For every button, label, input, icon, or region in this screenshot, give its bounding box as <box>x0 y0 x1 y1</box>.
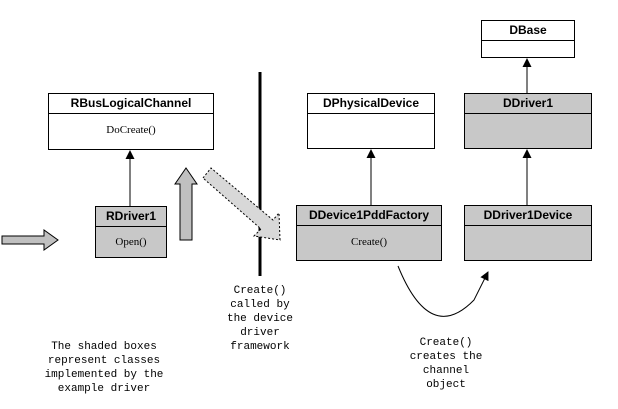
note-line: Create() <box>419 337 473 349</box>
note-line: implemented by the <box>44 369 164 381</box>
class-name: RDriver1 <box>96 207 166 227</box>
class-method: DoCreate() <box>106 124 156 136</box>
diagonal-dotted-arrow <box>202 167 281 241</box>
create-curve-arrow <box>397 265 489 317</box>
class-method: Create() <box>350 236 388 248</box>
note-line: framework <box>230 341 290 353</box>
class-box-rbuslogicalchannel: RBusLogicalChannel DoCreate() <box>48 93 214 150</box>
note-line: channel <box>422 365 470 377</box>
class-name: RBusLogicalChannel <box>49 94 213 114</box>
class-box-ddriver1device: DDriver1Device <box>464 205 592 261</box>
note-channel-create: Create() creates the channel object <box>396 336 496 392</box>
class-name: DDriver1Device <box>465 206 591 226</box>
entry-block-arrow <box>1 229 59 251</box>
class-box-dbase: DBase <box>481 20 575 58</box>
note-line: the device <box>226 313 293 325</box>
note-line: example driver <box>57 383 151 395</box>
class-name: DDriver1 <box>465 94 591 114</box>
class-name: DDevice1PddFactory <box>297 206 441 226</box>
note-line: The shaded boxes <box>51 341 157 353</box>
note-line: Create() <box>233 285 287 297</box>
note-line: called by <box>230 299 290 311</box>
class-box-ddriver1: DDriver1 <box>464 93 592 149</box>
class-box-dphysicaldevice: DPhysicalDevice <box>307 93 435 149</box>
note-framework-create: Create() called by the device driver fra… <box>210 284 310 354</box>
note-line: creates the <box>409 351 483 363</box>
note-line: object <box>426 379 466 391</box>
class-name: DBase <box>482 21 574 41</box>
note-line: represent classes <box>47 355 161 367</box>
class-box-rdriver1: RDriver1 Open() <box>95 206 167 258</box>
class-box-ddevice1pddfactory: DDevice1PddFactory Create() <box>296 205 442 261</box>
up-block-arrow <box>174 167 198 241</box>
note-shaded-boxes: The shaded boxes represent classes imple… <box>24 340 184 396</box>
class-method: Open() <box>115 236 147 248</box>
note-line: driver <box>240 327 280 339</box>
class-name: DPhysicalDevice <box>308 94 434 114</box>
